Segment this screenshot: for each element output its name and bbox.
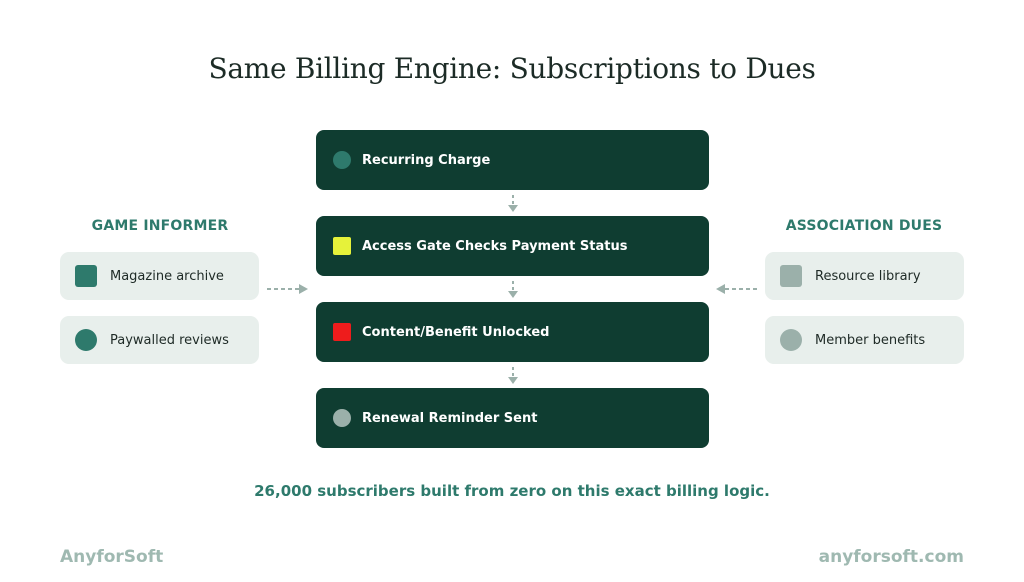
card-label: Paywalled reviews <box>110 332 229 348</box>
brand-logo-text: AnyforSoft <box>60 547 164 567</box>
right-card-resource-library: Resource library <box>765 252 964 300</box>
card-label: Member benefits <box>815 332 926 348</box>
right-pointing-arrow <box>267 284 308 294</box>
card-marker-square <box>780 265 802 287</box>
card-label: Resource library <box>815 268 921 284</box>
step-recurring-charge: Recurring Charge <box>316 130 709 190</box>
step-marker-square <box>333 237 351 255</box>
card-marker-circle <box>780 329 802 351</box>
step-marker-square <box>333 323 351 341</box>
card-label: Magazine archive <box>110 268 224 284</box>
step-label: Recurring Charge <box>362 152 491 168</box>
website-url: anyforsoft.com <box>818 547 964 567</box>
left-pointing-arrow <box>716 284 757 294</box>
step-renewal-reminder: Renewal Reminder Sent <box>316 388 709 448</box>
right-card-member-benefits: Member benefits <box>765 316 964 364</box>
step-label: Renewal Reminder Sent <box>362 410 538 426</box>
step-marker-circle <box>333 409 351 427</box>
down-arrow <box>508 195 518 212</box>
down-arrow <box>508 281 518 298</box>
step-label: Access Gate Checks Payment Status <box>362 238 628 254</box>
card-marker-circle <box>75 329 97 351</box>
right-panel-heading: ASSOCIATION DUES <box>785 218 943 234</box>
diagram-title: Same Billing Engine: Subscriptions to Du… <box>208 52 816 85</box>
step-label: Content/Benefit Unlocked <box>362 324 550 340</box>
step-access-gate: Access Gate Checks Payment Status <box>316 216 709 276</box>
step-marker-circle <box>333 151 351 169</box>
step-content-unlocked: Content/Benefit Unlocked <box>316 302 709 362</box>
left-card-paywalled-reviews: Paywalled reviews <box>60 316 259 364</box>
card-marker-square <box>75 265 97 287</box>
down-arrow <box>508 367 518 384</box>
footnote: 26,000 subscribers built from zero on th… <box>254 482 770 500</box>
left-panel-heading: GAME INFORMER <box>91 218 229 234</box>
left-card-magazine-archive: Magazine archive <box>60 252 259 300</box>
